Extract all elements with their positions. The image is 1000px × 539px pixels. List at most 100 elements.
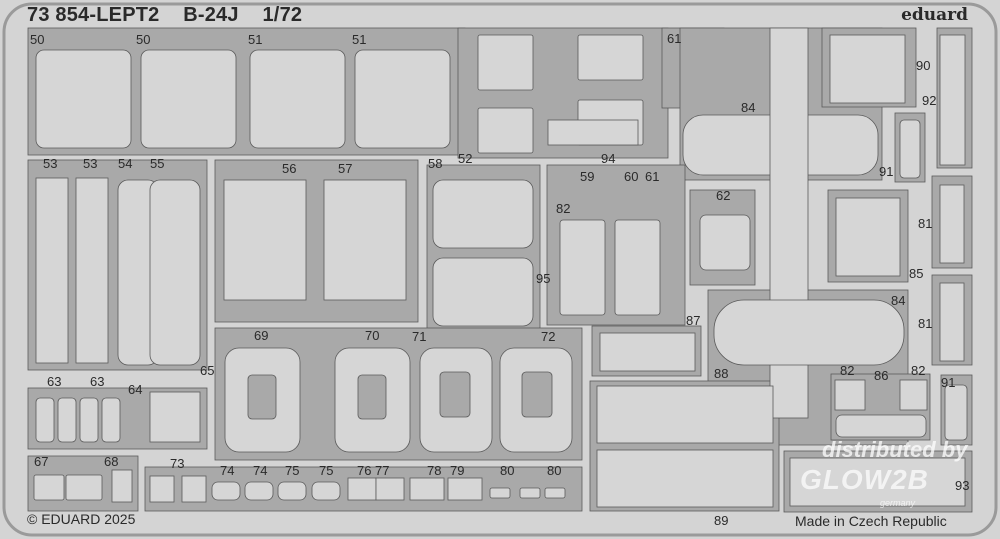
- etched-part: [35, 177, 69, 364]
- etched-part: [899, 379, 928, 411]
- etched-part: [375, 477, 405, 501]
- part-number-label: 69: [254, 328, 268, 343]
- etched-part: [489, 487, 511, 499]
- copyright: © EDUARD 2025: [27, 511, 136, 527]
- etched-part: [277, 481, 307, 501]
- part-number-label: 65: [200, 363, 214, 378]
- part-number-label: 62: [716, 188, 730, 203]
- part-number-label: 60: [624, 169, 638, 184]
- etched-part: [211, 481, 241, 501]
- part-number-label: 59: [580, 169, 594, 184]
- part-number-label: 89: [714, 513, 728, 528]
- part-number-label: 67: [34, 454, 48, 469]
- part-number-label: 52: [458, 151, 472, 166]
- etched-part: [249, 49, 346, 149]
- part-number-label: 68: [104, 454, 118, 469]
- part-number-label: 90: [916, 58, 930, 73]
- part-number-label: 74: [253, 463, 267, 478]
- part-number-label: 50: [30, 32, 44, 47]
- part-number-label: 58: [428, 156, 442, 171]
- etched-part: [944, 384, 968, 441]
- etched-part: [939, 184, 965, 264]
- part-cutout: [439, 371, 471, 418]
- part-number-label: 81: [918, 216, 932, 231]
- sheet-title: 73 854-LEPT2 B-24J 1/72: [27, 4, 320, 27]
- part-number-label: 63: [47, 374, 61, 389]
- part-cutout: [247, 374, 277, 420]
- part-number-label: 84: [891, 293, 905, 308]
- etched-part: [111, 469, 133, 503]
- etched-part: [347, 477, 377, 501]
- etched-part: [596, 385, 774, 444]
- part-number-label: 53: [83, 156, 97, 171]
- part-number-label: 92: [922, 93, 936, 108]
- part-number-label: 82: [840, 363, 854, 378]
- etched-part: [65, 474, 103, 501]
- etched-part: [149, 391, 201, 443]
- etched-part: [477, 34, 534, 91]
- etched-part: [559, 219, 606, 316]
- part-number-label: 51: [352, 32, 366, 47]
- brand-logo: eduard: [901, 5, 968, 25]
- part-number-label: 87: [686, 313, 700, 328]
- part-number-label: 55: [150, 156, 164, 171]
- etched-part: [713, 299, 905, 366]
- etched-part: [939, 34, 966, 166]
- watermark-logo: GLOW2B: [800, 464, 929, 495]
- etched-part: [140, 49, 237, 149]
- etched-part: [577, 34, 644, 81]
- etched-part: [939, 282, 965, 362]
- part-number-label: 78: [427, 463, 441, 478]
- etched-part: [899, 119, 921, 179]
- part-number-label: 57: [338, 161, 352, 176]
- part-number-label: 72: [541, 329, 555, 344]
- etched-part: [33, 474, 65, 501]
- etched-part: [789, 457, 966, 507]
- etched-part: [699, 214, 751, 271]
- etched-part: [79, 397, 99, 443]
- etched-part: [477, 107, 534, 154]
- part-number-label: 88: [714, 366, 728, 381]
- part-number-label: 61: [667, 31, 681, 46]
- etched-part: [35, 397, 55, 443]
- part-number-label: 94: [601, 151, 615, 166]
- part-number-label: 70: [365, 328, 379, 343]
- etched-part: [519, 487, 541, 499]
- part-cutout: [357, 374, 387, 420]
- part-number-label: 50: [136, 32, 150, 47]
- part-number-label: 80: [500, 463, 514, 478]
- part-number-label: 61: [645, 169, 659, 184]
- part-number-label: 84: [741, 100, 755, 115]
- etched-part: [447, 477, 483, 501]
- etched-part: [101, 397, 121, 443]
- title-scale: 1/72: [262, 4, 303, 26]
- part-number-label: 53: [43, 156, 57, 171]
- etched-part: [432, 257, 534, 327]
- part-number-label: 73: [170, 456, 184, 471]
- etched-part: [835, 414, 927, 438]
- part-number-label: 82: [911, 363, 925, 378]
- part-number-label: 81: [918, 316, 932, 331]
- etched-part: [829, 34, 906, 104]
- part-number-label: 77: [375, 463, 389, 478]
- part-number-label: 71: [412, 329, 426, 344]
- part-number-label: 54: [118, 156, 132, 171]
- etched-part: [547, 119, 639, 146]
- etched-part: [35, 49, 132, 149]
- part-number-label: 51: [248, 32, 262, 47]
- etched-part: [544, 487, 566, 499]
- etched-part: [311, 481, 341, 501]
- part-number-label: 64: [128, 382, 142, 397]
- etched-part: [75, 177, 109, 364]
- etched-part: [596, 449, 774, 508]
- etched-part: [614, 219, 661, 316]
- etched-part: [181, 475, 207, 503]
- part-number-label: 75: [285, 463, 299, 478]
- part-number-label: 82: [556, 201, 570, 216]
- part-number-label: 93: [955, 478, 969, 493]
- etched-part: [599, 332, 696, 372]
- title-code: 73 854-LEPT2: [27, 4, 160, 26]
